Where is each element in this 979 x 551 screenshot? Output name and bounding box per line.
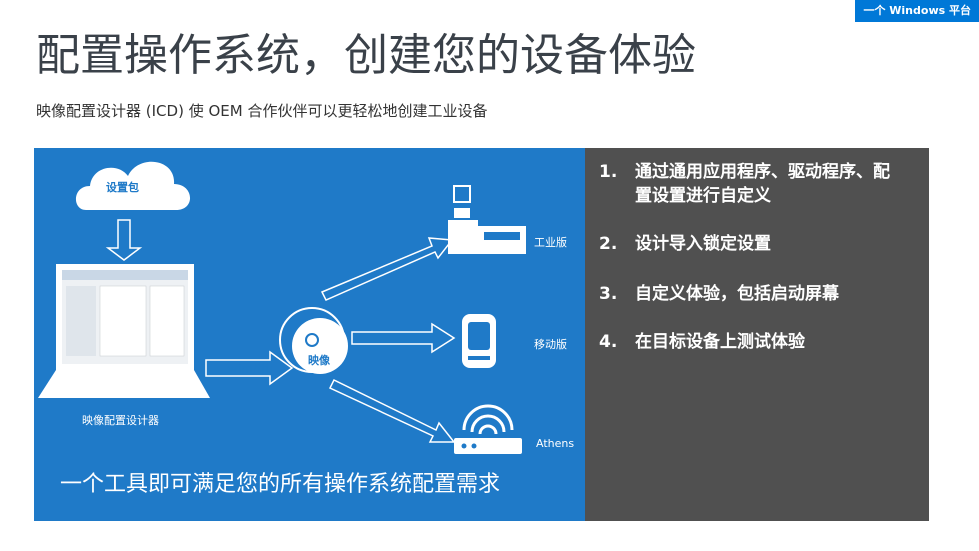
disc-label: 映像 xyxy=(308,353,331,367)
step-number: 3. xyxy=(599,284,618,304)
mobile-phone-icon xyxy=(462,314,496,368)
step-text: 设计导入锁定设置 xyxy=(635,234,771,254)
router-icon xyxy=(454,404,522,454)
step-number: 1. xyxy=(599,162,618,182)
page-title: 配置操作系统，创建您的设备体验 xyxy=(36,30,696,81)
step-number: 4. xyxy=(599,332,618,352)
device-label-mobile: 移动版 xyxy=(534,338,567,351)
tagline: 一个工具即可满足您的所有操作系统配置需求 xyxy=(60,472,501,497)
device-label-athens: Athens xyxy=(536,437,575,450)
step-text: 自定义体验，包括启动屏幕 xyxy=(635,284,839,304)
industrial-device-icon xyxy=(448,185,526,254)
cloud-icon xyxy=(75,161,191,210)
file-label: wim/ffu xyxy=(228,362,273,376)
file-arrow-icon xyxy=(205,350,294,386)
platform-badge: 一个 Windows 平台 xyxy=(855,0,979,22)
step-item: 1. 通过通用应用程序、驱动程序、配置设置进行自定义 xyxy=(599,160,895,208)
step-number: 2. xyxy=(599,234,618,254)
cloud-label: 设置包 xyxy=(106,180,139,194)
down-arrow-icon xyxy=(105,219,143,261)
laptop-icon xyxy=(38,264,210,398)
disc-icon xyxy=(279,307,348,374)
diagram-panel: 设置包 wim/ffu 映像 映像配置设计器 工业版 移动版 Athens 一个… xyxy=(34,148,585,521)
page-subtitle: 映像配置设计器 (ICD) 使 OEM 合作伙伴可以更轻松地创建工业设备 xyxy=(36,102,488,120)
arrow-to-mobile-icon xyxy=(351,322,456,354)
device-label-industrial: 工业版 xyxy=(534,236,567,249)
arrow-to-industrial-icon xyxy=(320,237,454,301)
step-text: 在目标设备上测试体验 xyxy=(635,332,805,352)
step-item: 4. 在目标设备上测试体验 xyxy=(599,330,895,354)
step-item: 2. 设计导入锁定设置 xyxy=(599,232,895,256)
arrow-to-athens-icon xyxy=(328,378,456,443)
step-text: 通过通用应用程序、驱动程序、配置设置进行自定义 xyxy=(635,162,890,206)
laptop-label: 映像配置设计器 xyxy=(82,414,159,427)
steps-panel: 1. 通过通用应用程序、驱动程序、配置设置进行自定义 2. 设计导入锁定设置 3… xyxy=(585,148,929,521)
step-item: 3. 自定义体验，包括启动屏幕 xyxy=(599,282,895,306)
